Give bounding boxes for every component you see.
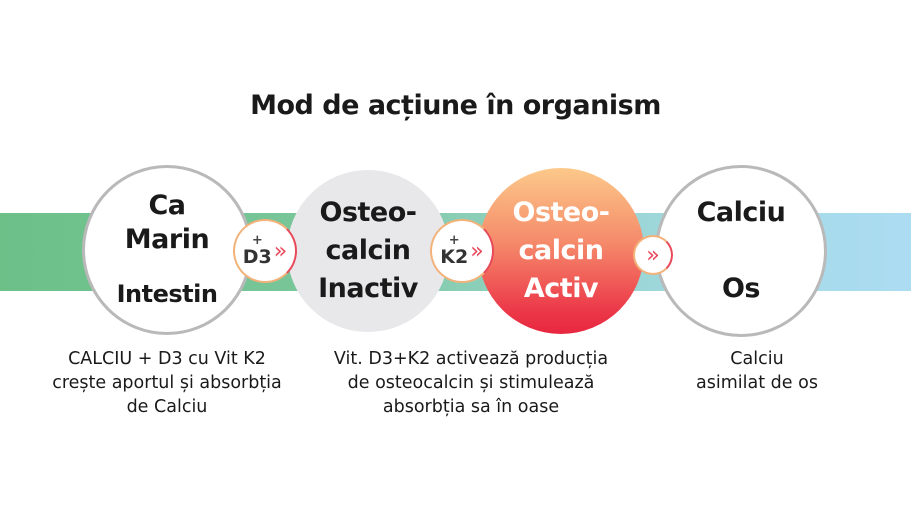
- circle-osteocalcin-activ: Osteo- calcin Activ: [478, 168, 644, 334]
- circle-subtext: Intestin: [116, 280, 218, 308]
- circle-text: Calciu: [696, 197, 786, 228]
- circle-osteocalcin-inactiv: Osteo- calcin Inactiv: [287, 170, 449, 332]
- circle-text: calcin: [518, 235, 604, 266]
- circle-text: Osteo-: [319, 197, 418, 228]
- description-line: Calciu: [730, 349, 784, 369]
- connector-d3: +D3 »: [233, 219, 297, 283]
- plus-sign: +: [448, 233, 460, 248]
- double-chevron-right-icon: »: [470, 238, 484, 264]
- circle-ca-marin: Ca Marin Intestin: [82, 165, 252, 335]
- circle-text: calcin: [325, 235, 411, 266]
- double-chevron-right-icon: »: [273, 238, 288, 264]
- connector-arrow: »: [633, 235, 673, 275]
- circle-text: Ca: [148, 190, 186, 221]
- description-line: asimilat de os: [696, 373, 818, 393]
- circle-text: Activ: [523, 273, 599, 304]
- circle-calciu-os: Calciu Os: [655, 165, 827, 337]
- circle-text: Os: [721, 273, 761, 304]
- description-line: de Calciu: [126, 397, 208, 417]
- circle-text: Marin: [124, 224, 210, 255]
- connector-label: K2: [440, 246, 469, 268]
- connector-k2: +K2 »: [430, 219, 494, 283]
- description-line: Vit. D3+K2 activează producția: [333, 349, 609, 369]
- page-title: Mod de acțiune în organism: [250, 90, 661, 121]
- description-line: CALCIU + D3 cu Vit K2: [68, 349, 266, 369]
- description-line: de osteocalcin și stimulează: [347, 373, 595, 393]
- description-2: Vit. D3+K2 activează producția de osteoc…: [311, 347, 631, 419]
- double-chevron-right-icon: »: [646, 242, 660, 268]
- description-line: absorbția sa în oase: [382, 397, 560, 417]
- plus-sign: +: [251, 233, 263, 248]
- description-line: crește aportul și absorbția: [52, 373, 282, 393]
- description-1: CALCIU + D3 cu Vit K2 crește aportul și …: [27, 347, 307, 419]
- connector-label: D3: [242, 246, 272, 268]
- description-3: Calciu asimilat de os: [657, 347, 857, 395]
- circle-text: Osteo-: [512, 197, 611, 228]
- circle-text: Inactiv: [318, 273, 418, 304]
